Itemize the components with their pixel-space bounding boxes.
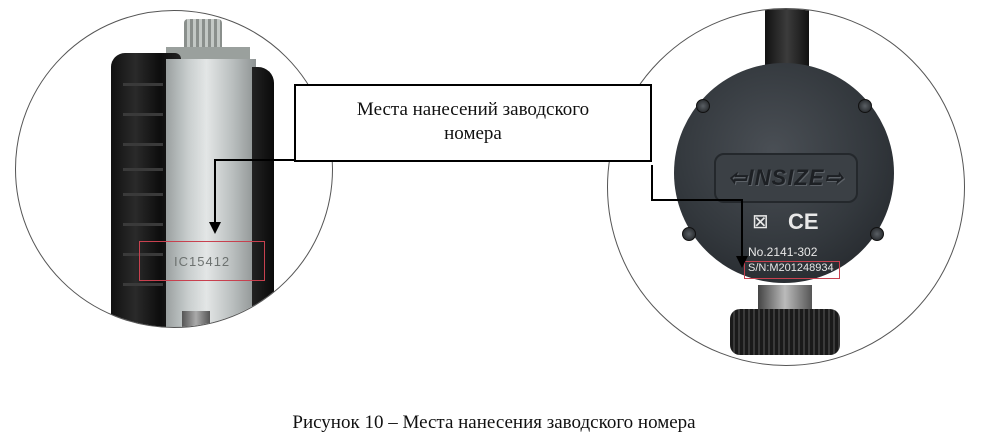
- connector-left-vertical: [214, 159, 216, 224]
- recycle-bin-icon: ⊠: [752, 211, 769, 233]
- callout-box: Места нанесений заводского номера: [294, 84, 652, 162]
- arrow-down-icon: [736, 256, 748, 268]
- screw-icon: [682, 227, 696, 241]
- model-number: No.2141-302: [748, 245, 818, 259]
- serial-number-engraving: IC15412: [174, 254, 231, 269]
- callout-text-line1: Места нанесений заводского: [356, 99, 590, 120]
- connector-left-horizontal: [214, 159, 294, 161]
- brand-logo: ⇦INSIZE⇨: [714, 153, 858, 203]
- connector-right-vertical-1: [651, 165, 653, 199]
- connector-right-vertical-2: [741, 199, 743, 259]
- left-gauge-photo: IC15412: [15, 10, 333, 328]
- callout-text-line2: номера: [444, 123, 502, 144]
- figure-caption: Рисунок 10 – Места нанесения заводского …: [292, 412, 696, 433]
- serial-highlight-box: [139, 241, 265, 281]
- plunger-collar: [758, 285, 812, 313]
- gauge-body: [166, 59, 256, 327]
- gauge-back-disc: ⇦INSIZE⇨ ⊠ CE No.2141-302 S/N:M201248934: [674, 63, 894, 283]
- top-stem: [765, 9, 809, 69]
- screw-icon: [858, 99, 872, 113]
- connector-right-horizontal: [651, 199, 743, 201]
- serial-highlight-box: [744, 261, 840, 279]
- knurled-nut: [730, 309, 840, 355]
- arrow-down-icon: [209, 222, 221, 234]
- screw-icon: [696, 99, 710, 113]
- back-cover: [252, 67, 274, 327]
- ce-mark: CE: [788, 209, 819, 234]
- plunger-stem: [182, 311, 210, 327]
- clamp-knob: [184, 19, 222, 51]
- screw-icon: [870, 227, 884, 241]
- clamp-bracket: [166, 47, 250, 61]
- right-gauge-photo: ⇦INSIZE⇨ ⊠ CE No.2141-302 S/N:M201248934: [607, 8, 965, 366]
- serial-number-label: S/N:M201248934: [748, 262, 834, 274]
